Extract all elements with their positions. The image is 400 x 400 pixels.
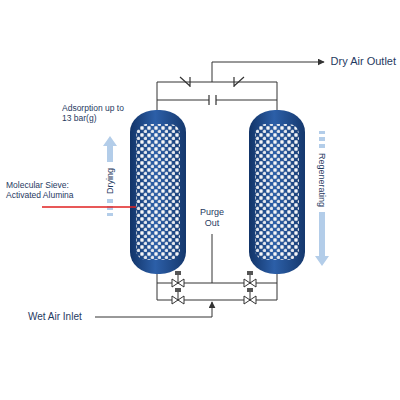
orifice (209, 95, 216, 105)
left-vessel (130, 110, 186, 274)
drying-arrow (103, 136, 117, 216)
purge-out-pipe (212, 234, 213, 283)
state-label: Regenerating (317, 153, 328, 207)
valve-symbol (172, 271, 184, 287)
material-label: Molecular Sieve: Activated Alumina (6, 180, 86, 200)
leader-line (42, 206, 136, 208)
purge-label: Purge Out (192, 207, 232, 229)
inlet-manifold (157, 272, 277, 300)
check-valve (180, 77, 190, 87)
dry-air-pipe (212, 62, 324, 82)
check-valve (234, 77, 244, 87)
pressure-note: Adsorption up to 13 bar(g) (62, 103, 130, 123)
state-label: Drying (105, 168, 116, 194)
outlet-label: Dry Air Outlet (331, 55, 396, 68)
wet-air-pipe (95, 302, 212, 317)
valve-symbol (244, 288, 256, 304)
valve-symbol (244, 271, 256, 287)
outlet-pipe (157, 82, 277, 112)
switching-valves (172, 271, 256, 304)
check-valves (180, 77, 244, 87)
inlet-label: Wet Air Inlet (28, 311, 82, 323)
purge-pipe (157, 100, 277, 101)
piping (95, 62, 324, 317)
valve-symbol (172, 288, 184, 304)
right-vessel (249, 110, 305, 274)
regenerating-arrow (315, 131, 329, 266)
